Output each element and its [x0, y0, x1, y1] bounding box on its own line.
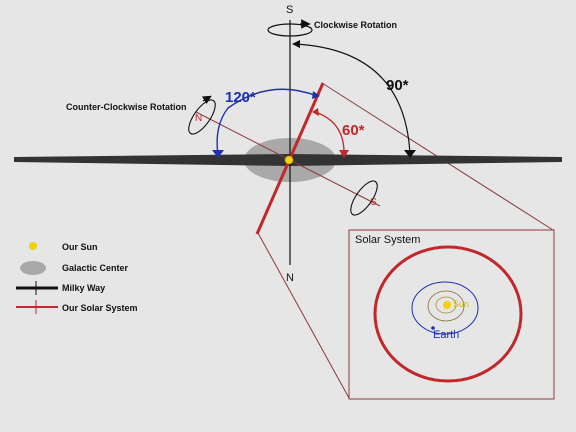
angle-120-arc: [216, 88, 318, 156]
inset-title: Solar System: [355, 234, 420, 246]
pole-bottom-label: N: [286, 272, 294, 284]
solar-south-label: S: [370, 197, 377, 208]
sun-marker: [284, 155, 294, 165]
counter-clockwise-ring: [188, 99, 216, 135]
inset-earth: [431, 326, 435, 330]
zoom-line-bottom: [257, 232, 350, 399]
legend-milky-way-label: Milky Way: [62, 283, 105, 293]
clockwise-label: Clockwise Rotation: [314, 20, 397, 30]
pole-top-label: S: [286, 4, 293, 16]
solar-system-inset: Solar System Sun Earth: [348, 229, 555, 400]
legend-sun-icon: [29, 242, 37, 250]
angle-60-label: 60*: [342, 122, 365, 139]
angle-90-arrowhead-icon: [404, 150, 416, 158]
angle-60-arrowhead-icon: [339, 150, 349, 158]
outer-orbit: [373, 245, 523, 383]
legend-galactic-center-label: Galactic Center: [62, 263, 129, 273]
legend-solar-system-label: Our Solar System: [62, 303, 138, 313]
legend-galactic-center-icon: [20, 261, 46, 275]
inset-sun: [443, 301, 451, 309]
counter-clockwise-arrow-icon: [201, 95, 212, 105]
solar-south-ring: [350, 180, 378, 216]
angle-120-arrowhead-start-icon: [312, 91, 320, 99]
angle-90-label: 90*: [386, 77, 409, 94]
legend: Our Sun Galactic Center Milky Way Our So…: [16, 242, 138, 314]
angle-60-arrowhead-start-icon: [312, 108, 319, 116]
solar-north-label: N: [195, 113, 202, 124]
legend-sun-label: Our Sun: [62, 242, 98, 252]
inset-frame: [348, 229, 555, 400]
inset-sun-label: Sun: [453, 299, 469, 309]
angle-90-arc: [294, 43, 411, 156]
inset-earth-label: Earth: [433, 329, 459, 341]
angle-120-label: 120*: [225, 89, 256, 106]
angle-60-arc: [314, 111, 345, 156]
clockwise-rotation-ring: [267, 23, 313, 37]
inner-orbit-b: [435, 296, 457, 314]
earth-orbit: [411, 281, 479, 335]
inner-orbit-a: [427, 290, 465, 322]
angle-90-arrowhead-start-icon: [292, 40, 300, 48]
angle-120-arrowhead-icon: [212, 150, 224, 158]
counter-clockwise-label: Counter-Clockwise Rotation: [66, 102, 187, 112]
